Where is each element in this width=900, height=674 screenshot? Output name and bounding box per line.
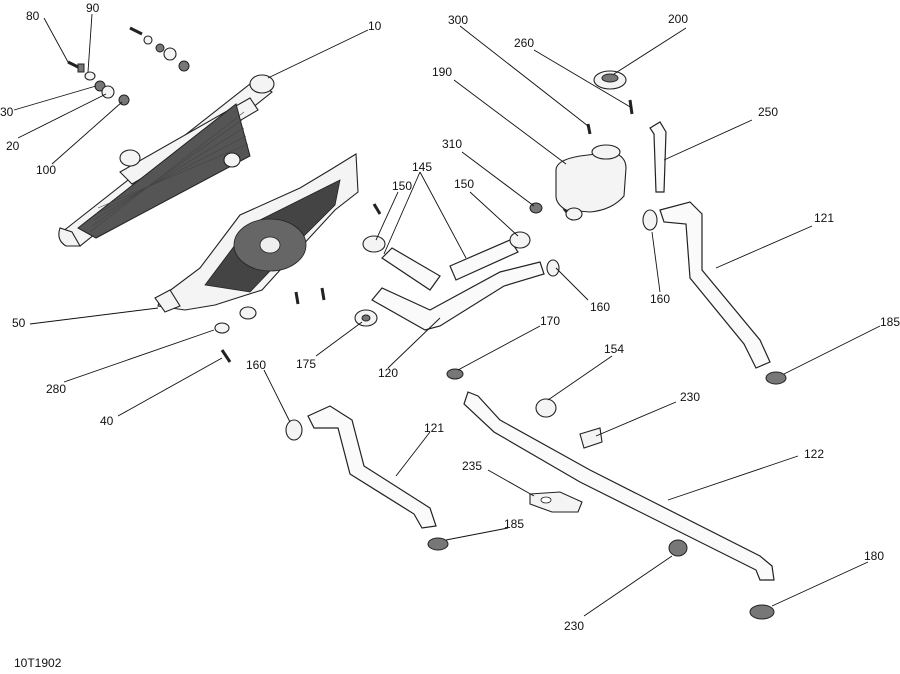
callout-170: 170 xyxy=(540,314,560,328)
long-coolant-pipe xyxy=(463,391,775,620)
callout-150-right: 150 xyxy=(454,177,474,191)
bolts-shroud xyxy=(294,203,382,305)
callout-180: 180 xyxy=(864,549,884,563)
bracket-230a xyxy=(579,427,603,449)
callout-235: 235 xyxy=(462,459,482,473)
callout-40: 40 xyxy=(100,414,114,428)
callout-30: 30 xyxy=(0,105,14,119)
short-hose-right xyxy=(449,231,531,281)
figure-code: 10T1902 xyxy=(14,656,62,670)
callout-145: 145 xyxy=(412,160,432,174)
clamp-170 xyxy=(446,368,464,380)
callout-280: 280 xyxy=(46,382,66,396)
lower-radiator-hose xyxy=(285,405,449,551)
clamp-154 xyxy=(535,398,557,418)
callout-121-upper: 121 xyxy=(814,211,834,225)
bolt-40 xyxy=(220,349,232,363)
callout-90: 90 xyxy=(86,1,100,15)
grommet-280b xyxy=(239,306,257,320)
callout-80: 80 xyxy=(26,9,40,23)
short-hose-left xyxy=(362,235,441,291)
callout-260: 260 xyxy=(514,36,534,50)
bolt-80 xyxy=(67,60,85,73)
coolant-reservoir xyxy=(555,144,627,221)
fan-shroud xyxy=(154,153,359,313)
callout-122: 122 xyxy=(804,447,824,461)
bracket-235 xyxy=(529,491,583,513)
callout-20: 20 xyxy=(6,139,20,153)
callout-310: 310 xyxy=(442,137,462,151)
upper-radiator-hose xyxy=(642,201,787,385)
callout-160-right: 160 xyxy=(650,292,670,306)
callout-50: 50 xyxy=(12,316,26,330)
washer-90 xyxy=(84,71,96,81)
callout-200: 200 xyxy=(668,12,688,26)
bolt-top xyxy=(129,26,190,72)
callout-185-lower: 185 xyxy=(504,517,524,531)
callout-185-upper: 185 xyxy=(880,315,900,329)
callout-10: 10 xyxy=(368,19,382,33)
reservoir-hose xyxy=(649,121,667,193)
radiator xyxy=(58,74,275,247)
callout-160-left: 160 xyxy=(246,358,266,372)
callout-100: 100 xyxy=(36,163,56,177)
grommet-20 xyxy=(101,85,115,99)
clamp-175 xyxy=(361,314,371,322)
callout-150-left: 150 xyxy=(392,179,412,193)
callout-230-upper: 230 xyxy=(680,390,700,404)
reservoir-cap xyxy=(593,70,627,90)
leader-lines xyxy=(13,13,881,617)
callout-120: 120 xyxy=(378,366,398,380)
callout-175: 175 xyxy=(296,357,316,371)
callout-160-mid: 160 xyxy=(590,300,610,314)
clamp-230b xyxy=(668,539,688,557)
callout-300: 300 xyxy=(448,13,468,27)
callout-250: 250 xyxy=(758,105,778,119)
bolt-300 xyxy=(586,123,592,135)
callout-230-lower: 230 xyxy=(564,619,584,633)
washer-280 xyxy=(214,322,230,334)
callout-154: 154 xyxy=(604,342,624,356)
callout-121-lower: 121 xyxy=(424,421,444,435)
callout-190: 190 xyxy=(432,65,452,79)
